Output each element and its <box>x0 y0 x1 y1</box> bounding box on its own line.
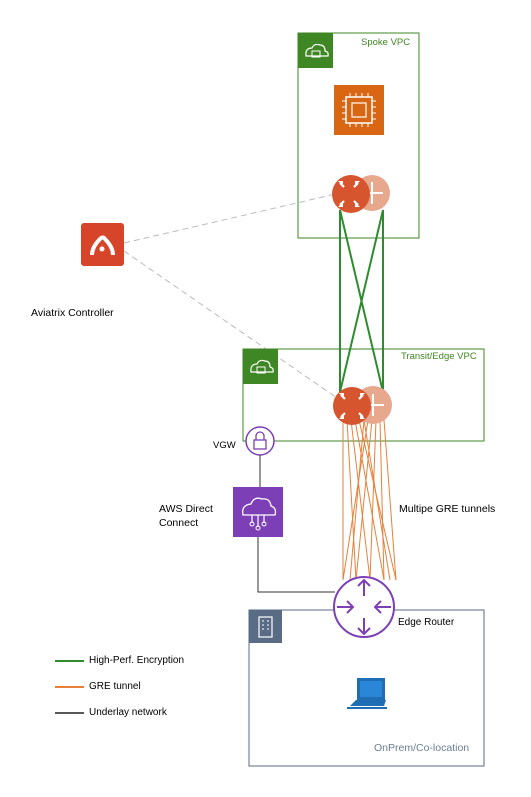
server-icon <box>347 678 387 709</box>
spoke-vpc-box <box>297 32 420 239</box>
cloud-lock-icon <box>243 349 278 384</box>
aviatrix-logo-icon <box>81 223 124 266</box>
transit-vpc-label: Transit/Edge VPC <box>401 351 477 362</box>
controller-link-spoke <box>123 192 341 244</box>
legend-label-encryption: High-Perf. Encryption <box>89 655 185 666</box>
gre-tunnels <box>342 419 397 581</box>
legend-label-gre: GRE tunnel <box>89 681 141 692</box>
gre-tunnels-label: Multipe GRE tunnels <box>399 503 496 515</box>
direct-connect-icon <box>233 487 283 537</box>
vgw-label: VGW <box>213 440 236 451</box>
building-icon <box>249 610 282 643</box>
edge-router-icon <box>333 576 395 638</box>
transit-gateway-router-icon <box>333 386 392 425</box>
controller-link-transit <box>123 250 341 401</box>
legend-label-underlay: Underlay network <box>89 707 167 718</box>
vpn-gateway-icon <box>245 426 275 456</box>
encryption-tunnels <box>339 209 384 393</box>
underlay-network <box>257 455 335 593</box>
controller-label: Aviatrix Controller <box>31 307 114 319</box>
spoke-vpc-label: Spoke VPC <box>361 37 411 48</box>
cloud-lock-icon <box>298 33 333 68</box>
ec2-instance-icon <box>334 85 384 135</box>
onprem-label: OnPrem/Co-location <box>374 742 470 754</box>
direct-connect-label: AWS Direct Connect <box>159 503 213 529</box>
spoke-gateway-router-icon <box>332 175 390 213</box>
edge-router-label: Edge Router <box>398 617 455 628</box>
